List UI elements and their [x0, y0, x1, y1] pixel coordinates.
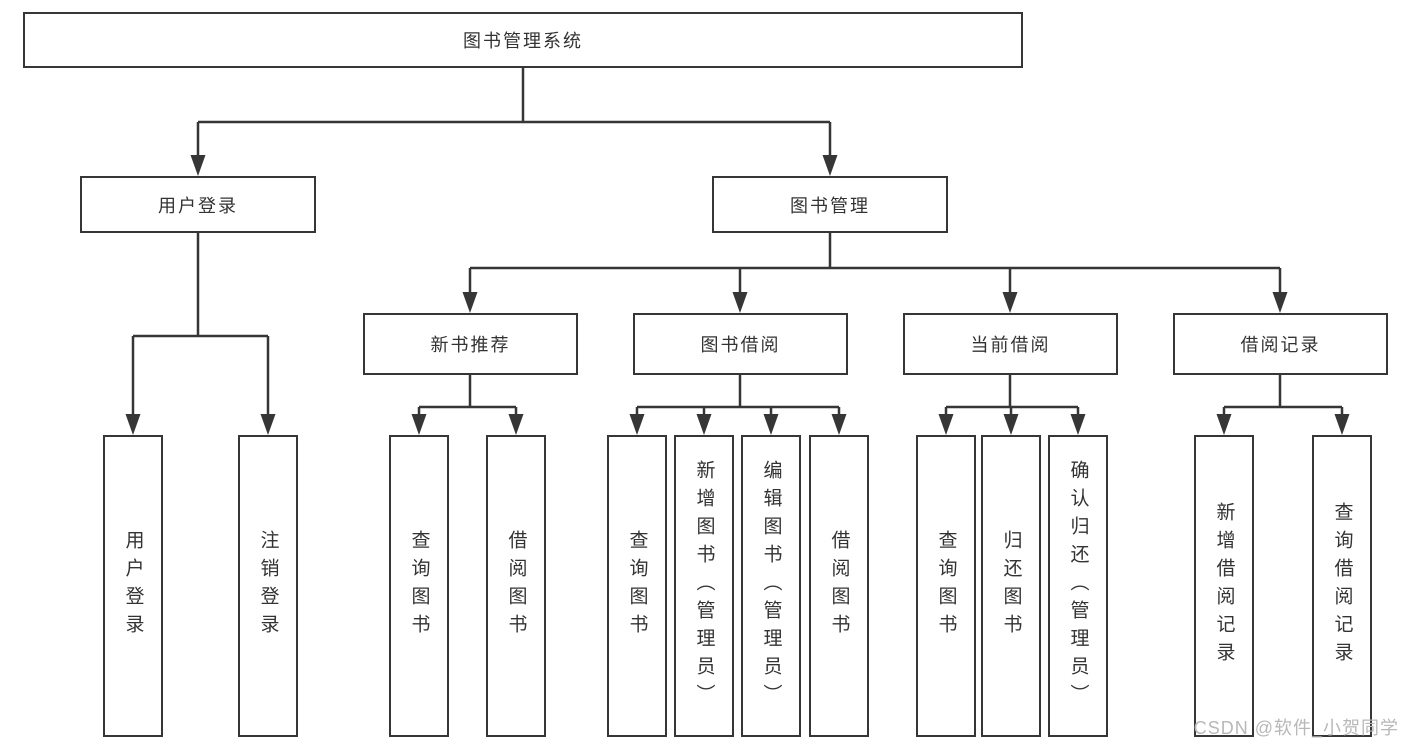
leaf-query-books-borrow-label: 查询图书: [626, 530, 648, 642]
node-book-management: 图书管理: [712, 176, 948, 233]
leaf-user-login-label: 用户登录: [122, 530, 144, 642]
leaf-logout-label: 注销登录: [257, 530, 279, 642]
node-root-label: 图书管理系统: [463, 31, 583, 51]
node-borrow-records: 借阅记录: [1173, 313, 1388, 375]
leaf-query-books-borrow: 查询图书: [607, 435, 667, 737]
leaf-query-books-newbook: 查询图书: [389, 435, 449, 737]
leaf-edit-book-admin: 编辑图书（管理员）: [741, 435, 801, 737]
node-current-borrow: 当前借阅: [903, 313, 1118, 375]
leaf-return-book: 归还图书: [981, 435, 1041, 737]
watermark: CSDN @软件_小贺同学: [1193, 718, 1399, 738]
leaf-borrow-books-borrow-label: 借阅图书: [828, 530, 850, 642]
leaf-query-books-current-label: 查询图书: [935, 530, 957, 642]
leaf-add-book-admin: 新增图书（管理员）: [674, 435, 734, 737]
node-book-borrow-label: 图书借阅: [700, 335, 781, 355]
node-borrow-records-label: 借阅记录: [1240, 335, 1321, 355]
leaf-confirm-return-admin: 确认归还（管理员）: [1048, 435, 1108, 737]
arrowheads: [125, 155, 1350, 435]
node-book-management-label: 图书管理: [790, 195, 870, 216]
leaf-logout: 注销登录: [238, 435, 298, 737]
leaf-borrow-books-newbook-label: 借阅图书: [505, 530, 527, 642]
leaf-query-books-newbook-label: 查询图书: [408, 530, 430, 642]
leaf-query-books-current: 查询图书: [916, 435, 976, 737]
node-user-login: 用户登录: [80, 176, 316, 233]
node-user-login-label: 用户登录: [158, 195, 238, 216]
leaf-borrow-books-borrow: 借阅图书: [809, 435, 869, 737]
leaf-confirm-return-admin-label: 确认归还（管理员）: [1067, 460, 1089, 712]
node-book-borrow: 图书借阅: [633, 313, 848, 375]
leaf-return-book-label: 归还图书: [1000, 530, 1022, 642]
node-new-book-recommend: 新书推荐: [363, 313, 578, 375]
leaf-add-borrow-record-label: 新增借阅记录: [1213, 502, 1235, 670]
node-new-book-recommend-label: 新书推荐: [430, 335, 511, 355]
leaf-add-borrow-record: 新增借阅记录: [1194, 435, 1254, 737]
leaf-query-borrow-record: 查询借阅记录: [1312, 435, 1372, 737]
leaf-edit-book-admin-label: 编辑图书（管理员）: [760, 460, 782, 712]
leaf-add-book-admin-label: 新增图书（管理员）: [693, 460, 715, 712]
node-current-borrow-label: 当前借阅: [970, 335, 1051, 355]
leaf-query-borrow-record-label: 查询借阅记录: [1331, 502, 1353, 670]
leaf-borrow-books-newbook: 借阅图书: [486, 435, 546, 737]
node-root: 图书管理系统: [23, 12, 1023, 68]
leaf-user-login: 用户登录: [103, 435, 163, 737]
